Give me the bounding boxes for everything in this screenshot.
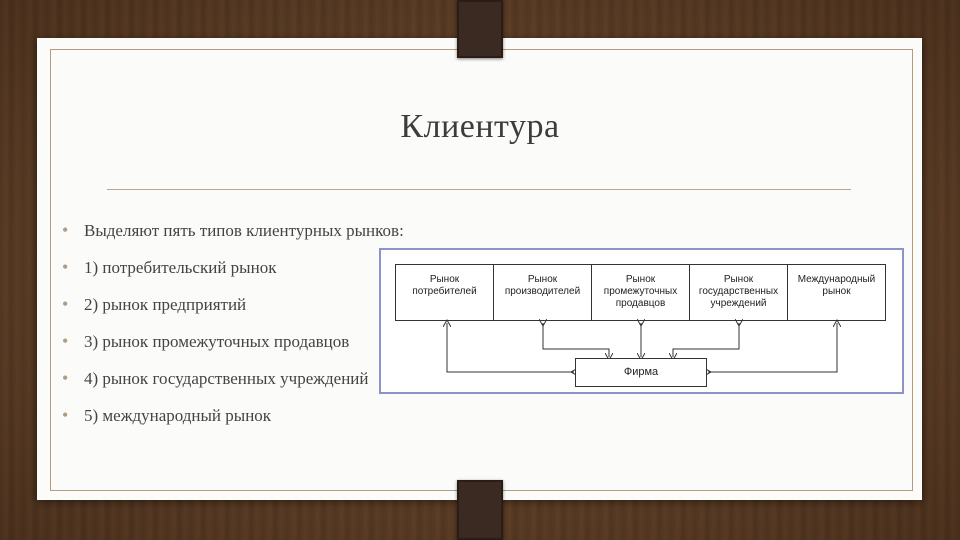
binder-clip-top [457,0,503,58]
firm-box: Фирма [575,358,707,387]
bullet-list: Выделяют пять типов клиентурных рынков: … [62,220,482,426]
diagram-connectors [381,250,906,396]
bullet-international-market: 5) международный рынок [62,405,482,426]
title-divider [107,189,851,190]
bullet-reseller-market: 3) рынок промежуточных продавцов [62,331,482,352]
connector-consumers [447,323,574,372]
bullet-business-market: 2) рынок предприятий [62,294,482,315]
bullet-government-market: 4) рынок государственных учреждений [62,368,482,389]
bullet-consumer-market: 1) потребительский рынок [62,257,482,278]
slide-title: Клиентура [400,108,560,145]
binder-clip-bottom [457,480,503,540]
connector-producers [543,323,609,357]
connector-government [673,323,739,357]
connector-international [708,323,837,372]
bullet-intro: Выделяют пять типов клиентурных рынков: [62,220,482,241]
